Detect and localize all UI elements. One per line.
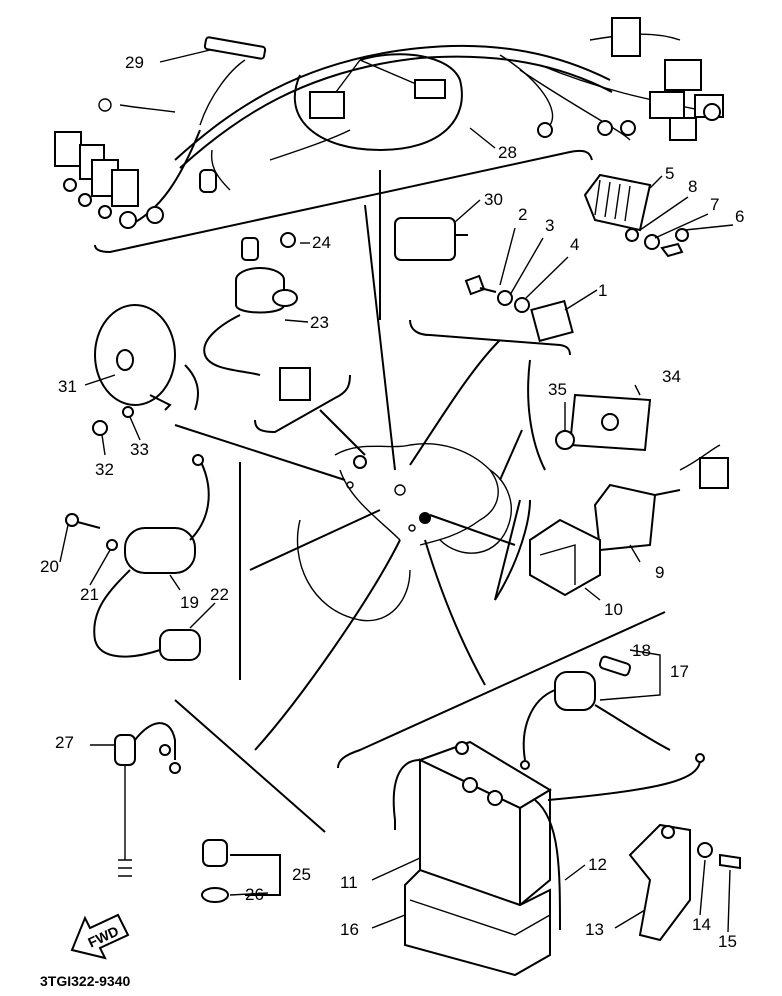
callout-20: 20 (40, 557, 59, 576)
callout-leaders (59, 49, 734, 933)
callout-32: 32 (95, 460, 114, 479)
callout-35: 35 (548, 380, 567, 399)
harness-center-plug (414, 79, 446, 99)
callout-labels: 1 2 3 4 5 6 7 8 9 10 11 12 13 14 15 16 1… (40, 53, 744, 951)
callout-33: 33 (130, 440, 149, 459)
callout-26: 26 (245, 885, 264, 904)
callout-5: 5 (665, 164, 674, 183)
callout-23: 23 (310, 313, 329, 332)
callout-29: 29 (125, 53, 144, 72)
callout-9: 9 (655, 563, 664, 582)
drawing-code: 3TGI322-9340 (40, 973, 130, 989)
battery-case (404, 868, 551, 977)
callout-24: 24 (312, 233, 331, 252)
harness-center-connector (309, 91, 345, 119)
speed-sensor (114, 722, 181, 877)
flasher-relay (530, 299, 574, 343)
wire-harness (54, 17, 724, 254)
callout-8: 8 (688, 177, 697, 196)
callout-30: 30 (484, 190, 503, 209)
callout-10: 10 (604, 600, 623, 619)
callout-27: 27 (55, 733, 74, 752)
harness-connectors-right (611, 17, 724, 141)
fwd-arrow: FWD (70, 913, 130, 960)
callout-34: 34 (662, 367, 681, 386)
ignition-coil (65, 454, 210, 661)
callout-3: 3 (545, 216, 554, 235)
callout-17: 17 (670, 662, 689, 681)
callout-15: 15 (718, 932, 737, 951)
main-switch (203, 232, 311, 401)
callout-19: 19 (180, 593, 199, 612)
harness-clip (203, 36, 267, 60)
horn (92, 304, 176, 436)
control-unit (593, 444, 729, 552)
neutral-switch (201, 839, 281, 903)
callout-16: 16 (340, 920, 359, 939)
callout-12: 12 (588, 855, 607, 874)
callout-6: 6 (735, 207, 744, 226)
leader-lines (174, 170, 523, 751)
harness-connectors-left (54, 131, 217, 229)
callout-14: 14 (692, 915, 711, 934)
callout-11: 11 (340, 873, 358, 892)
callout-1: 1 (598, 281, 607, 300)
cdi-unit (529, 518, 601, 597)
callout-4: 4 (570, 235, 579, 254)
callout-31: 31 (58, 377, 77, 396)
callout-21: 21 (80, 585, 99, 604)
battery-bracket (628, 823, 741, 942)
rectifier-regulator (464, 173, 689, 343)
mount-plate (555, 393, 652, 452)
section-brackets (174, 319, 666, 833)
callout-22: 22 (210, 585, 229, 604)
fuse-holder (520, 655, 671, 770)
callout-18: 18 (632, 641, 651, 660)
callout-2: 2 (518, 205, 527, 224)
relay (394, 217, 468, 261)
battery (392, 740, 705, 931)
callout-13: 13 (585, 920, 604, 939)
callout-7: 7 (710, 195, 719, 214)
callout-28: 28 (498, 143, 517, 162)
callout-25: 25 (292, 865, 311, 884)
